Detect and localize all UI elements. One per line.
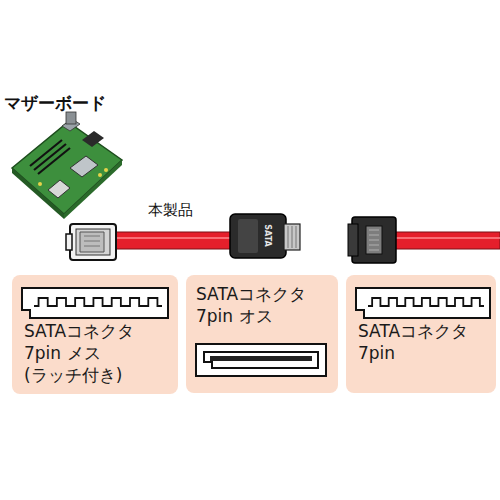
pin-ridges	[368, 298, 484, 306]
pin-ridges	[34, 298, 162, 306]
connector-marking: SATA	[263, 224, 272, 246]
product-label: 本製品	[148, 201, 193, 220]
connector-face-icon	[22, 288, 168, 318]
connector-icons	[22, 288, 490, 376]
motherboard	[12, 112, 122, 219]
connector-receptacle-icon	[196, 344, 326, 376]
connector-description: SATAコネクタ 7pin	[358, 320, 490, 364]
connector-face-icon	[356, 288, 490, 318]
sata-cable	[66, 214, 500, 263]
part-label: マザーボード	[4, 92, 106, 115]
connector-slot	[204, 352, 318, 368]
connector-panel: SATAコネクタ 7pin	[346, 275, 496, 393]
connector-panel: SATAコネクタ 7pin メス (ラッチ付き)	[12, 275, 178, 394]
connector-description: SATAコネクタ 7pin オス	[196, 283, 332, 327]
connector-description: SATAコネクタ 7pin メス (ラッチ付き)	[24, 320, 172, 386]
connector-panel: SATAコネクタ 7pin オス	[186, 275, 338, 393]
